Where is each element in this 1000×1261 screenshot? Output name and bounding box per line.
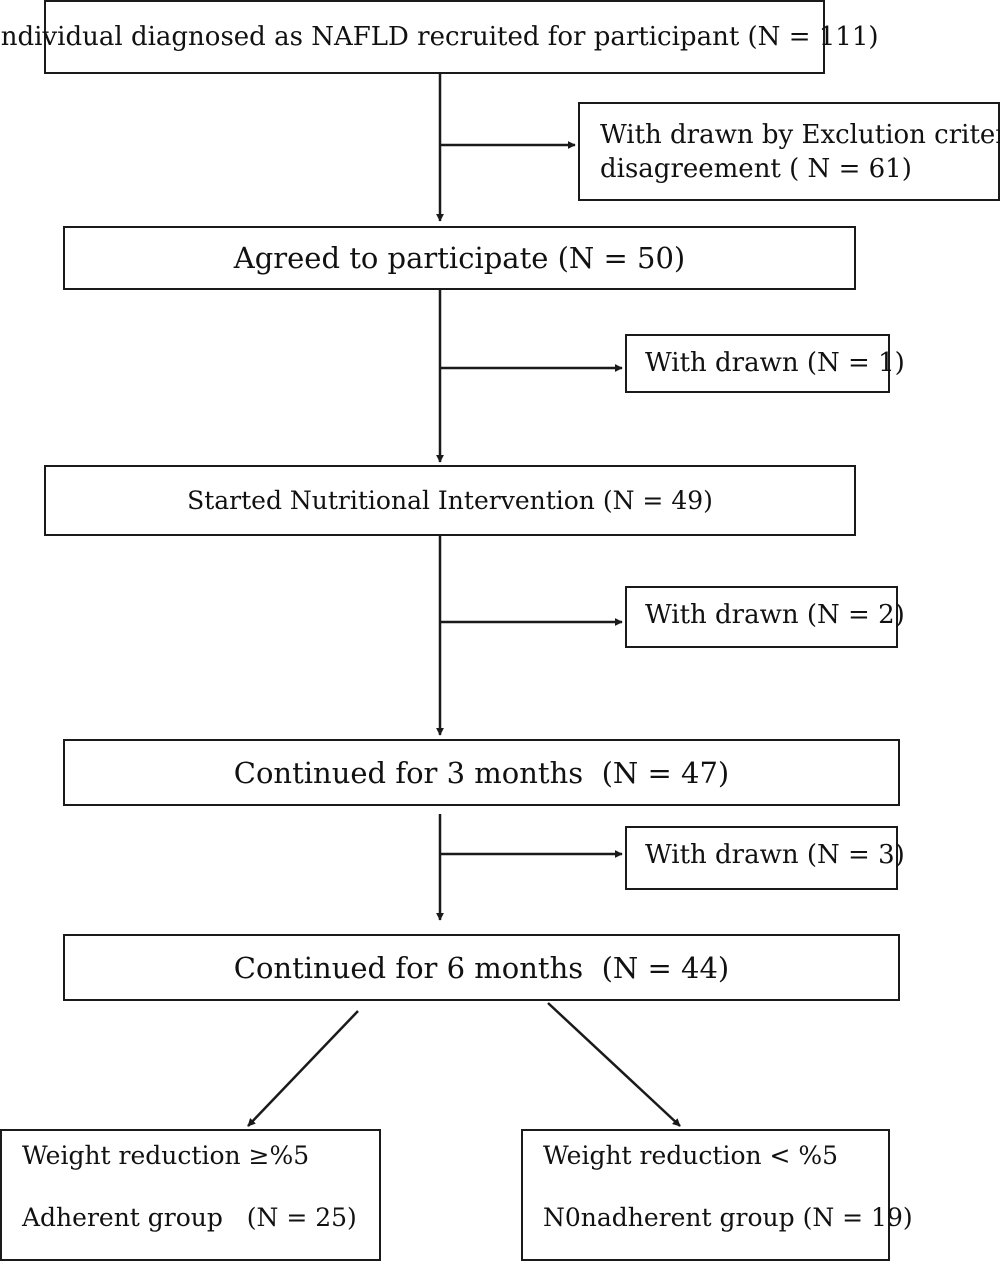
withdrawn-2-label: With drawn (N = 2) — [645, 600, 905, 630]
box-recruited: Individual diagnosed as NAFLD recruited … — [0, 0, 879, 74]
agreed-label: Agreed to participate (N = 50) — [233, 241, 686, 275]
box-started: Started Nutritional Intervention (N = 49… — [44, 465, 856, 536]
excluded-label-line1: With drawn by Exclution criteria or — [600, 120, 1000, 150]
excluded-label-line2: disagreement ( N = 61) — [600, 154, 912, 184]
continued-3-label: Continued for 3 months (N = 47) — [233, 755, 730, 790]
box-excluded: With drawn by Exclution criteria or disa… — [578, 102, 1000, 201]
box-nonadherent: Weight reduction < %5 N0nadherent group … — [521, 1129, 913, 1261]
box-continued-6: Continued for 6 months (N = 44) — [63, 934, 900, 1001]
box-withdrawn-1: With drawn (N = 1) — [625, 334, 905, 393]
recruited-label: Individual diagnosed as NAFLD recruited … — [0, 22, 879, 52]
box-withdrawn-2: With drawn (N = 2) — [625, 586, 905, 648]
adherent-group-label: Adherent group (N = 25) — [22, 1203, 357, 1232]
arrow-to-adherent — [247, 1010, 359, 1127]
started-label: Started Nutritional Intervention (N = 49… — [187, 485, 713, 515]
box-agreed: Agreed to participate (N = 50) — [63, 226, 856, 290]
adherent-criteria-label: Weight reduction ≥%5 — [22, 1141, 310, 1170]
withdrawn-1-label: With drawn (N = 1) — [645, 348, 905, 378]
box-continued-3: Continued for 3 months (N = 47) — [63, 739, 900, 806]
arrow-to-nonadherent — [547, 1002, 681, 1127]
continued-6-label: Continued for 6 months (N = 44) — [233, 950, 730, 985]
nonadherent-group-label: N0nadherent group (N = 19) — [543, 1203, 913, 1232]
nonadherent-criteria-label: Weight reduction < %5 — [543, 1141, 839, 1170]
box-withdrawn-3: With drawn (N = 3) — [625, 826, 905, 890]
withdrawn-3-label: With drawn (N = 3) — [645, 840, 905, 870]
box-adherent: Weight reduction ≥%5 Adherent group (N =… — [0, 1129, 381, 1261]
